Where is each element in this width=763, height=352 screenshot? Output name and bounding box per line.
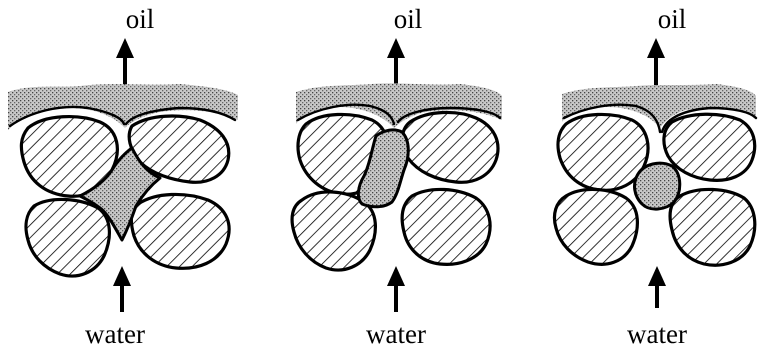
water-flow-arrow — [387, 266, 405, 312]
sand-grain — [670, 189, 755, 265]
sand-grain — [131, 194, 229, 268]
water-label: water — [627, 319, 687, 349]
oil-flow-arrow — [116, 38, 134, 88]
oil-label: oil — [658, 4, 687, 34]
water-flow-arrow — [648, 266, 666, 308]
panel-3: oil water — [554, 4, 756, 349]
oil-flow-arrow — [387, 38, 405, 88]
sand-grain — [554, 189, 637, 264]
oil-flow-arrow — [647, 38, 665, 88]
water-label: water — [85, 319, 145, 349]
snapped-oil-droplet — [635, 163, 680, 209]
sand-grain — [402, 112, 498, 182]
water-flow-arrow — [113, 266, 131, 312]
oil-label: oil — [394, 4, 423, 34]
sand-grain — [402, 189, 490, 264]
sand-grain — [26, 199, 109, 276]
water-label: water — [366, 319, 426, 349]
panel-2: oil water — [292, 4, 502, 349]
oil-label: oil — [126, 4, 155, 34]
panel-1: oil water — [8, 4, 238, 349]
